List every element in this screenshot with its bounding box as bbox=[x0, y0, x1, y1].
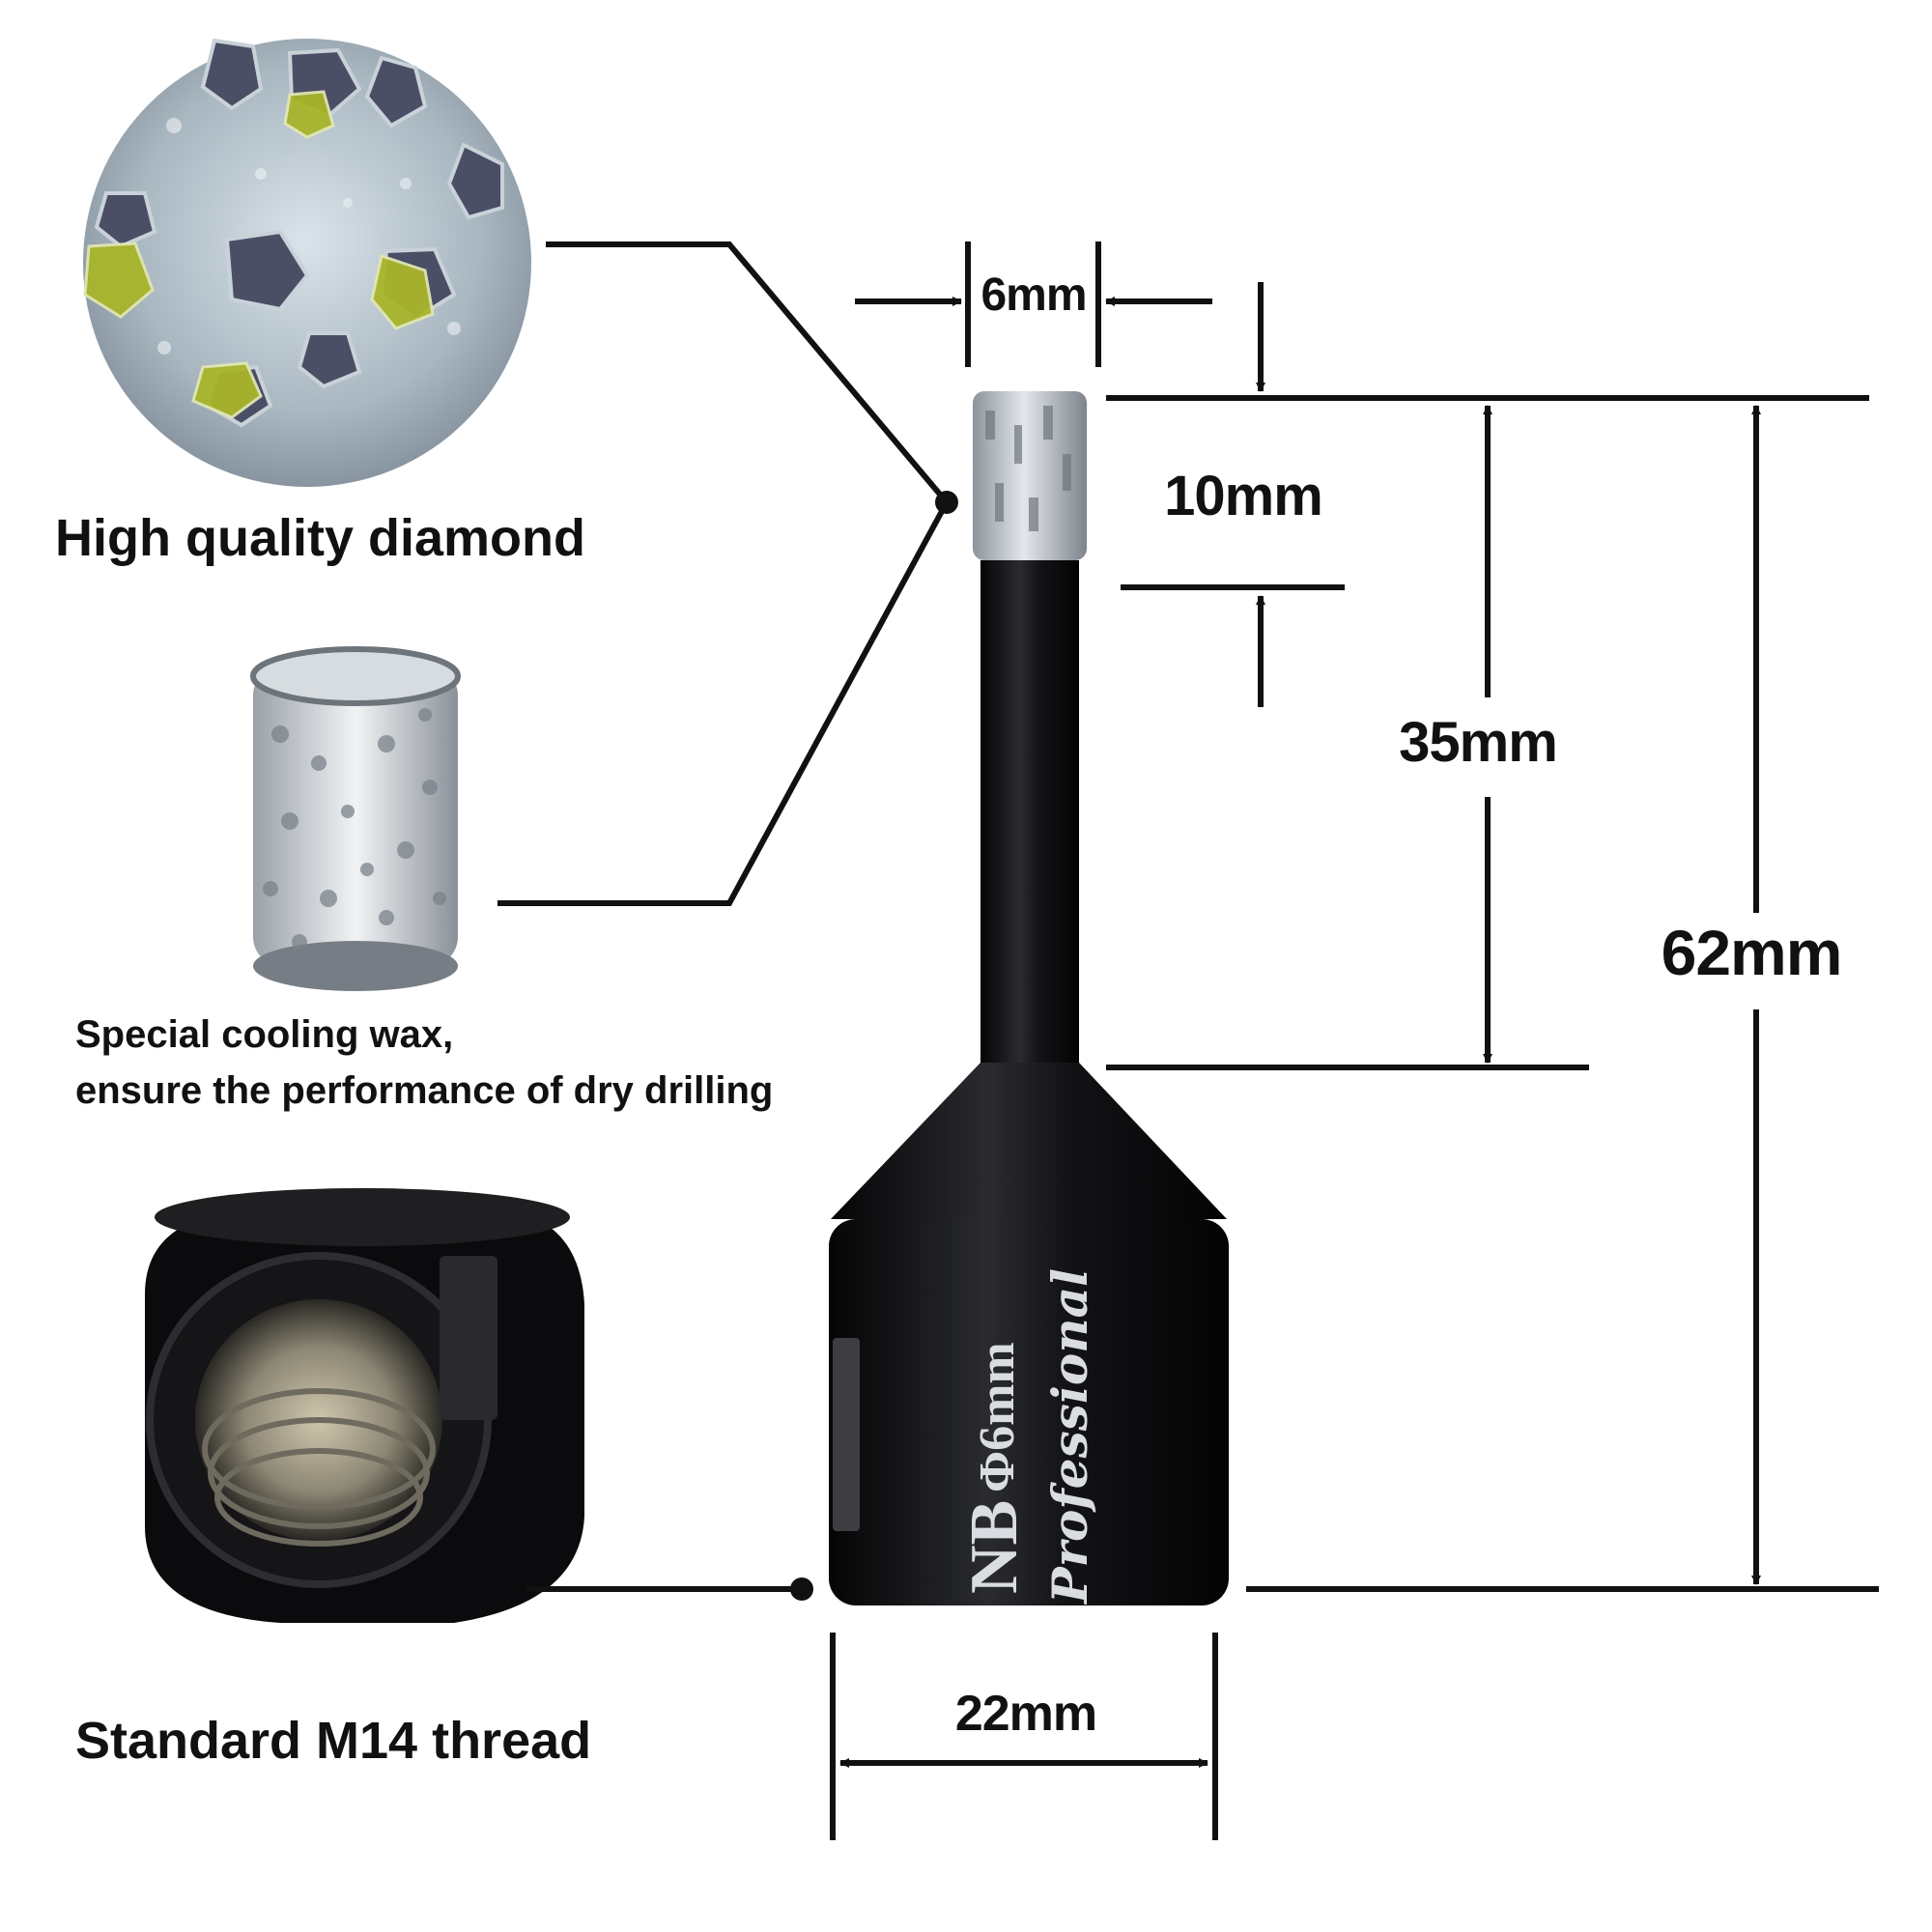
wax-caption-line1: Special cooling wax, bbox=[75, 1013, 454, 1056]
dim-total-length: 62mm bbox=[1661, 917, 1843, 988]
callout-dot-diamond bbox=[935, 491, 958, 514]
callout-leaders bbox=[497, 242, 950, 1592]
dim-segment-length: 10mm bbox=[1164, 465, 1323, 527]
diamond-segment-closeup-image bbox=[250, 646, 461, 991]
series-mark: Professional bbox=[1041, 1268, 1098, 1604]
dim-tip-diameter: 6mm bbox=[980, 270, 1087, 321]
wax-caption: Special cooling wax, ensure the performa… bbox=[75, 1007, 848, 1119]
callout-dot-thread bbox=[790, 1577, 813, 1601]
m14-thread-nut-image bbox=[145, 1188, 584, 1623]
wax-caption-line2: ensure the performance of dry drilling bbox=[75, 1069, 774, 1112]
thread-caption: Standard M14 thread bbox=[75, 1712, 592, 1770]
size-mark: Φ6mm bbox=[970, 1342, 1025, 1492]
dimension-lines bbox=[830, 242, 1879, 1840]
diamond-grit-closeup-image bbox=[83, 38, 531, 487]
product-marking: NB Φ6mm Professional bbox=[932, 1268, 1222, 1604]
dim-shaft-length: 35mm bbox=[1399, 711, 1558, 774]
dim-body-diameter: 22mm bbox=[954, 1686, 1097, 1742]
brand-mark: NB bbox=[957, 1499, 1032, 1594]
drill-bit-image bbox=[829, 391, 1229, 1605]
diamond-caption: High quality diamond bbox=[55, 509, 585, 567]
